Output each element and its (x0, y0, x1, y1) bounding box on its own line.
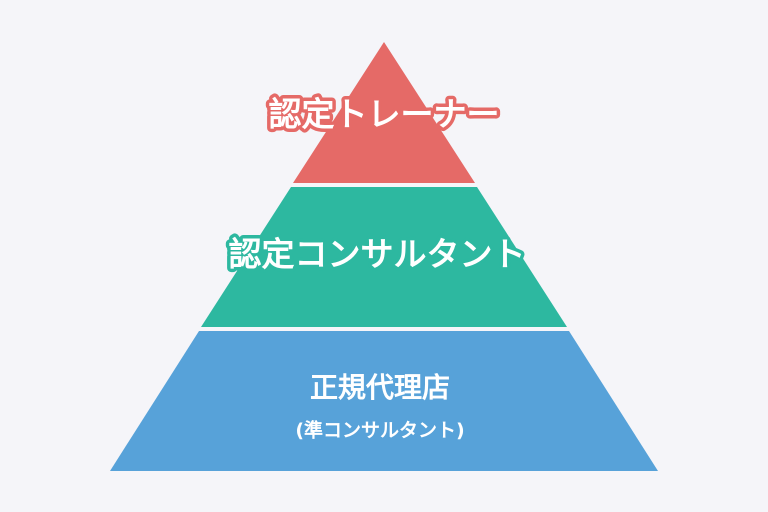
tier-bottom-agency (110, 331, 658, 471)
tier-top-label: 認定トレーナー (269, 95, 500, 134)
tier-middle-label: 認定コンサルタント (229, 235, 526, 274)
tier-bottom-label: 正規代理店 (310, 371, 450, 404)
tier-top-trainer (293, 42, 475, 183)
tier-middle-consultant (201, 187, 567, 327)
tier-bottom-sublabel: (準コンサルタント) (295, 419, 464, 442)
